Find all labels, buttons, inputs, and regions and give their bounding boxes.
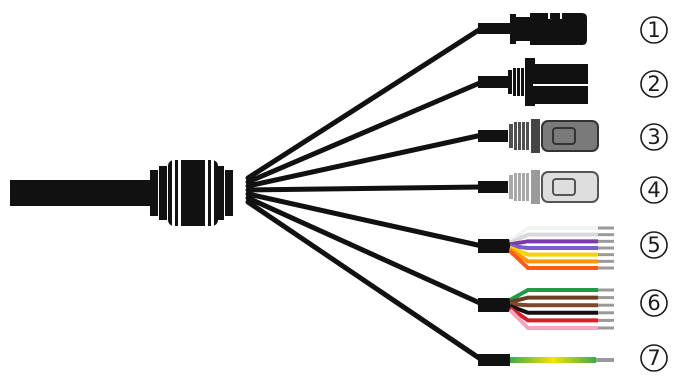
main-cable xyxy=(10,180,150,206)
callout-1: 1 xyxy=(640,16,668,44)
callout-2: 2 xyxy=(640,70,668,98)
callout-circle xyxy=(640,231,668,259)
callout-circle xyxy=(640,70,668,98)
wire-wires6-2 xyxy=(509,302,598,308)
wire-tip xyxy=(598,296,614,300)
wire-wires5-4 xyxy=(509,245,598,257)
callout-number: 6 xyxy=(647,291,660,315)
callout-number: 3 xyxy=(647,125,660,149)
fanout-leads xyxy=(245,25,485,363)
callout-circle xyxy=(640,16,668,44)
wire-tip xyxy=(598,233,614,237)
callout-7: 7 xyxy=(640,344,668,372)
wire-bundle-6 xyxy=(478,288,614,330)
audio-input-connector xyxy=(478,170,599,204)
lead-5 xyxy=(245,191,485,249)
callout-number: 5 xyxy=(647,233,660,257)
wire-tip xyxy=(598,318,614,322)
wire-tip xyxy=(598,239,614,243)
callout-number: 4 xyxy=(647,178,660,202)
wire-wires6-0 xyxy=(509,288,598,302)
callout-number: 7 xyxy=(647,346,660,370)
wire-wires5-3 xyxy=(509,244,598,250)
wire-wires5-6 xyxy=(508,249,598,270)
callout-3: 3 xyxy=(640,123,668,151)
callout-5: 5 xyxy=(640,231,668,259)
wire-tip xyxy=(598,311,614,315)
lead-3 xyxy=(245,132,485,189)
wire-bundle-5 xyxy=(478,226,614,270)
callout-circle xyxy=(640,289,668,317)
cable-junction xyxy=(150,158,233,228)
wire-tip xyxy=(598,246,614,250)
power-connector xyxy=(478,13,587,45)
wire-wires5-2 xyxy=(509,239,598,247)
wire-tip xyxy=(598,266,614,270)
callout-circle xyxy=(640,176,668,204)
wire-wires5-0 xyxy=(508,226,598,243)
wire-tip xyxy=(598,253,614,257)
lead-1 xyxy=(245,25,485,181)
wire-wires6-3 xyxy=(509,304,598,315)
audio-output-connector xyxy=(478,119,599,153)
wire-wires5-5 xyxy=(508,247,598,264)
callout-number: 1 xyxy=(647,18,660,42)
callout-list: 1 2 3 4 5 6 7 xyxy=(640,16,668,372)
wire-tip xyxy=(598,226,614,230)
callout-4: 4 xyxy=(640,176,668,204)
lead-2 xyxy=(245,79,485,185)
wire-tip xyxy=(598,326,614,330)
wire-wires5-1 xyxy=(509,232,598,245)
callout-number: 2 xyxy=(647,72,660,96)
wire-tip xyxy=(598,259,614,263)
network-connector xyxy=(478,58,588,106)
callout-circle xyxy=(640,123,668,151)
wire-wires6-1 xyxy=(509,295,598,304)
lead-6 xyxy=(245,195,485,307)
wire-tip xyxy=(598,288,614,292)
lead-4 xyxy=(245,184,485,193)
callout-circle xyxy=(640,344,668,372)
wire-tip xyxy=(598,303,614,307)
wire-wires6-5 xyxy=(508,308,598,330)
wire-wires6-4 xyxy=(508,306,598,323)
lead-7 xyxy=(245,199,485,363)
ground-wire xyxy=(478,354,614,366)
callout-6: 6 xyxy=(640,289,668,317)
